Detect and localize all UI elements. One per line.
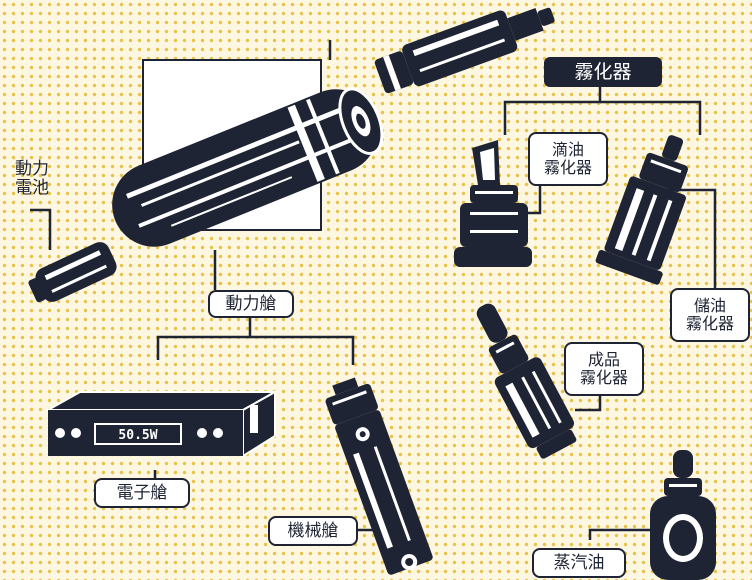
mechanical-mod-icon bbox=[325, 377, 433, 575]
battery-label-line1: 動力 bbox=[15, 159, 49, 179]
atomizer-tube-icon bbox=[374, 7, 555, 94]
vape-pen-icon bbox=[112, 87, 384, 247]
tank-atomizer-icon bbox=[595, 135, 689, 285]
connector-battery bbox=[30, 208, 52, 250]
prefilled-atomizer-label: 成品 霧化器 bbox=[564, 342, 644, 396]
prefilled-atomizer-icon bbox=[476, 303, 577, 459]
battery-label-line2: 電池 bbox=[15, 177, 49, 198]
prefilled-atomizer-label-line2: 霧化器 bbox=[579, 368, 628, 387]
prefilled-atomizer-label-line1: 成品 bbox=[587, 350, 620, 370]
drip-atomizer-label-line2: 霧化器 bbox=[543, 158, 592, 177]
connector-atomizer-left bbox=[503, 84, 602, 135]
e-liquid-label: 蒸汽油 bbox=[532, 548, 626, 578]
mechanical-mod-label: 機械艙 bbox=[268, 516, 358, 546]
box-mod-icon bbox=[44, 390, 279, 458]
drip-atomizer-label-line1: 滴油 bbox=[551, 140, 584, 160]
tank-atomizer-label-line2: 霧化器 bbox=[685, 314, 734, 333]
connector-power-right bbox=[250, 335, 355, 365]
battery-cell-icon bbox=[28, 242, 117, 303]
mod-screen bbox=[94, 423, 182, 445]
atomizer-label: 霧化器 bbox=[544, 57, 662, 87]
connector-liquid bbox=[588, 528, 665, 540]
tank-atomizer-label-line1: 儲油 bbox=[693, 296, 726, 316]
connector-power-left bbox=[156, 316, 252, 360]
drip-atomizer-label: 滴油 霧化器 bbox=[528, 132, 608, 186]
battery-label: 動力 電池 bbox=[4, 160, 60, 210]
mod-screen-readout: 50.5W bbox=[118, 428, 157, 443]
dropper-bottle-icon bbox=[650, 450, 716, 580]
tank-atomizer-label: 儲油 霧化器 bbox=[670, 288, 750, 342]
connector-atomizer-right bbox=[600, 100, 702, 135]
connector-prefilled bbox=[575, 395, 602, 412]
drip-atomizer-icon bbox=[454, 140, 532, 267]
power-unit-label: 動力艙 bbox=[208, 290, 294, 318]
electronic-mod-label: 電子艙 bbox=[94, 478, 190, 508]
connector-lines bbox=[30, 40, 717, 540]
